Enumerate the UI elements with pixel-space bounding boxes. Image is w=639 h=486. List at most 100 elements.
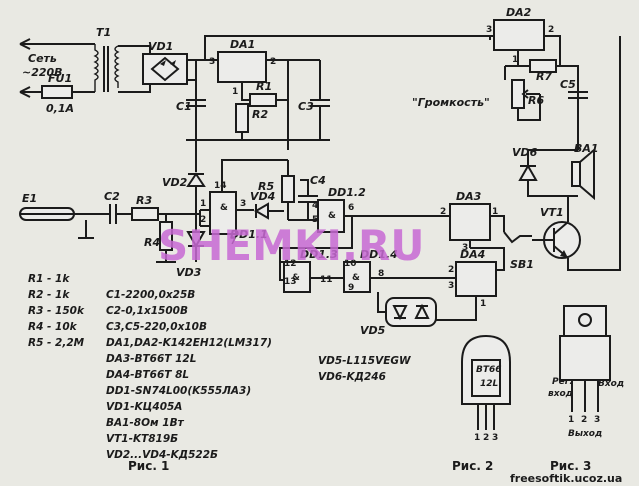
gate-dd11: & 1 2 3 14 7 DD1.1 xyxy=(199,159,288,247)
da2-pin-in: 3 xyxy=(486,25,492,35)
da4-label: DA4 xyxy=(460,248,485,261)
dd11-pin-gnd: 7 xyxy=(230,237,236,247)
dd14-pin-a: 10 xyxy=(344,259,357,269)
resistor-r5: R5 xyxy=(258,160,295,220)
caption-fig1: Рис. 1 xyxy=(128,459,169,473)
legend-mid-5: DA4-BT66T 8L xyxy=(106,369,189,381)
legend-mid-10: VD2...VD4-KД522Б xyxy=(106,449,218,461)
da3-pin-a: 2 xyxy=(440,207,446,217)
legend-mid-1: C2-0,1x1500B xyxy=(106,305,188,317)
da1-pin-in: 3 xyxy=(209,57,215,67)
vd1-label: VD1 xyxy=(148,40,173,53)
resistor-r7: R7 xyxy=(518,59,578,83)
pkg-in-left-label: вход xyxy=(548,389,573,399)
fu1-label: FU1 xyxy=(48,72,72,85)
c2-label: C2 xyxy=(104,190,120,203)
r2-label: R2 xyxy=(252,108,268,121)
dd11-pin-out: 3 xyxy=(240,199,246,209)
capacitor-c3: C3 xyxy=(288,59,330,140)
mains-voltage-label: ~220В xyxy=(22,66,63,79)
dd11-label: DD1.1 xyxy=(230,228,268,241)
dd13-label: DD1.3 xyxy=(300,248,338,261)
package-to92: BT66 12L 1 2 3 xyxy=(461,334,511,443)
transformer-t1: T1 xyxy=(93,26,151,93)
c1-label: C1 xyxy=(176,100,192,113)
pkg-in-right-label: Вход xyxy=(598,379,624,389)
legend-mid-6: DD1-SN74L00(K555ЛА3) xyxy=(106,385,251,397)
dd11-pin-b: 2 xyxy=(200,215,206,225)
capacitor-c2: C2 xyxy=(104,190,132,224)
vd3-label: VD3 xyxy=(176,266,202,279)
dd12-pin-a: 4 xyxy=(312,201,318,211)
c5-label: C5 xyxy=(560,78,576,91)
gate-dd12: & 4 5 6 DD1.2 xyxy=(288,186,436,233)
ba1-label: BA1 xyxy=(574,142,599,155)
volume-label: "Громкость" xyxy=(412,96,490,109)
dd12-label: DD1.2 xyxy=(328,186,366,199)
mains-label: Сеть xyxy=(28,52,57,65)
dd14-pin-out: 8 xyxy=(378,269,384,279)
vd6-label: VD6 xyxy=(512,146,538,159)
dd13-amp: & xyxy=(292,273,300,283)
diode-vd6: VD6 xyxy=(512,146,578,197)
caption-fig3: Рис. 3 xyxy=(550,459,591,473)
switch-sb1: SB1 xyxy=(503,231,534,271)
led-vd5: VD5 xyxy=(360,292,437,337)
mains-input: Сеть ~220В xyxy=(19,38,95,98)
site-credit: freesoftik.ucoz.ua xyxy=(510,472,622,485)
resistor-r4: R4 xyxy=(144,214,176,263)
diode-vd2: VD2 xyxy=(162,140,206,214)
legend-left-4: R5 - 2,2M xyxy=(28,337,85,349)
to92-marking-2: 12L xyxy=(480,379,499,389)
pkg-pin-3: 3 xyxy=(594,415,600,425)
t1-label: T1 xyxy=(96,26,111,39)
vd2-label: VD2 xyxy=(162,176,188,189)
dd14-label: DD1.4 xyxy=(360,248,398,261)
sb1-label: SB1 xyxy=(510,258,534,271)
r6-label: R6 xyxy=(528,94,544,107)
pkg-pin-1: 1 xyxy=(568,415,574,425)
da3-pin-c: 1 xyxy=(492,207,498,217)
legend-left-1: R2 - 1k xyxy=(28,289,70,301)
capacitor-c4: C4 xyxy=(298,174,326,220)
chip-da4: DA4 2 3 1 xyxy=(436,247,505,321)
caption-fig2: Рис. 2 xyxy=(452,459,493,473)
diode-vd3: VD3 xyxy=(176,214,206,279)
da1-label: DA1 xyxy=(230,38,255,51)
transistor-vt1: VT1 xyxy=(532,36,621,271)
legend-components: C1-2200,0x25B C2-0,1x1500B C3,C5-220,0x1… xyxy=(106,289,272,461)
legend-mid-2: C3,C5-220,0x10B xyxy=(106,321,207,333)
legend-left-2: R3 - 150k xyxy=(28,305,85,317)
chip-da3: DA3 2 1 3 xyxy=(436,190,505,253)
dd13-pin-a: 12 xyxy=(284,259,297,269)
dd14-pin-b: 9 xyxy=(348,283,354,293)
watermark-text: SHEMKI.RU xyxy=(158,221,424,270)
legend-left-3: R4 - 10k xyxy=(28,321,78,333)
dd13-pin-b: 13 xyxy=(284,277,297,287)
da4-pin-c: 1 xyxy=(480,299,486,309)
speaker-ba1: BA1 xyxy=(571,142,599,201)
to92-marking-1: BT66 xyxy=(476,365,502,375)
r4-label: R4 xyxy=(144,236,160,249)
da2-label: DA2 xyxy=(506,6,532,19)
r5-label: R5 xyxy=(258,180,274,193)
dd12-amp: & xyxy=(328,211,336,221)
to92-pin-2: 2 xyxy=(483,433,489,443)
r1-label: R1 xyxy=(256,80,272,93)
vd4-label: VD4 xyxy=(250,190,275,203)
legend-right-1: VD6-KД246 xyxy=(318,371,386,383)
pkg-out-label: Выход xyxy=(568,429,602,439)
legend-right-0: VD5-L115VEGW xyxy=(318,355,411,367)
dd12-pin-out: 6 xyxy=(348,203,354,213)
dd11-pin-vcc: 14 xyxy=(214,181,227,191)
dd13-pin-out: 11 xyxy=(320,275,333,285)
dd11-pin-a: 1 xyxy=(200,199,206,209)
da2-pin-adj: 1 xyxy=(512,55,518,65)
legend-resistors: R1 - 1k R2 - 1k R3 - 150k R4 - 10k R5 - … xyxy=(28,273,85,349)
legend-mid-4: DA3-BT66T 12L xyxy=(106,353,196,365)
c3-label: C3 xyxy=(298,100,314,113)
pkg-reg-label: Рег. xyxy=(552,377,573,387)
legend-mid-8: BA1-8Ом 1Вт xyxy=(106,417,185,429)
dd11-amp: & xyxy=(220,203,228,213)
